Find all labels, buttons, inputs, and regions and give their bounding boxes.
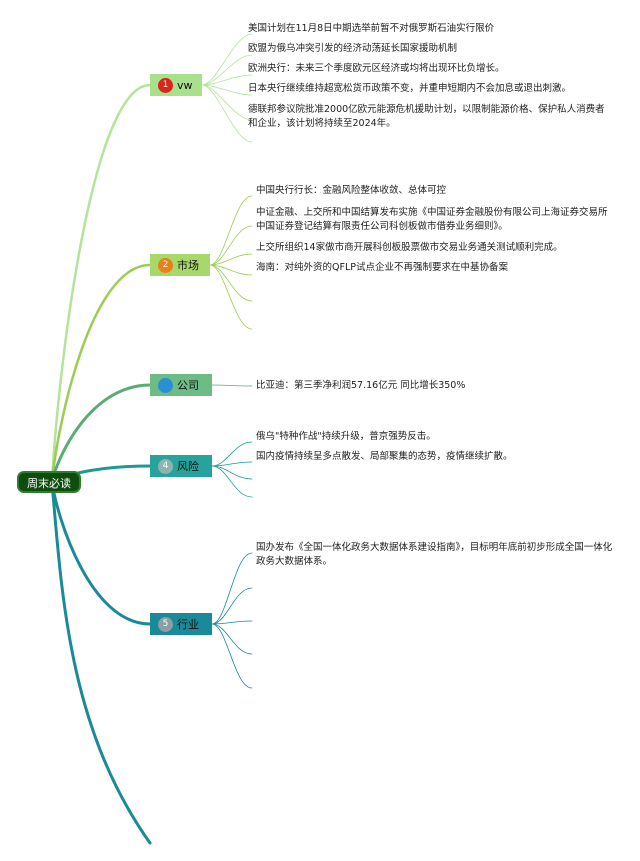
leaf-connector-line [201, 33, 253, 86]
leaf-connector-line [201, 84, 253, 143]
leaf-item[interactable]: 国内疫情持续呈多点散发、局部聚集的态势，疫情继续扩散。 [256, 451, 513, 462]
leaf-item[interactable]: 俄乌"特种作战"持续升级，普京强势反击。 [256, 431, 436, 442]
leaf-connector-line [211, 587, 253, 625]
leaf-connector-line [209, 264, 253, 330]
leaf-connector-line [211, 441, 253, 467]
leaf-item[interactable]: 国办发布《全国一体化政务大数据体系建设指南》，目标明年底前初步形成全国一体化政务… [256, 542, 613, 567]
branch-node-vw[interactable]: 1 vw [150, 74, 202, 96]
leaf-connector-line [209, 264, 253, 302]
leaf-item[interactable]: 中证金融、上交所和中国结算发布实施《中国证券金融股份有限公司上海证券交易所中国证… [256, 207, 608, 232]
leaf-item[interactable]: 中国央行行长：金融风险整体收敛、总体可控 [256, 185, 447, 196]
tail-connector-line [50, 480, 152, 845]
branch-connector-line [50, 263, 152, 484]
leaf-item[interactable]: 海南：对纯外资的QFLP试点企业不再强制要求在中基协备案 [256, 262, 508, 273]
leaf-connector-line [209, 225, 253, 266]
number-badge-icon: 1 [158, 77, 173, 93]
leaf-connector-line [209, 253, 253, 266]
number-badge-icon: 5 [158, 616, 173, 632]
branch-label: 市场 [177, 259, 199, 272]
leaf-connector-line [201, 84, 253, 96]
branch-label: 公司 [177, 379, 199, 392]
leaf-item[interactable]: 欧盟为俄乌冲突引发的经济动荡延长国家援助机制 [248, 43, 458, 54]
leaf-connector-line [211, 384, 253, 387]
leaf-connector-line [201, 54, 253, 86]
leaf-item[interactable]: 日本央行继续维持超宽松货币政策不变，并重申短期内不会加息或退出刺激。 [248, 83, 572, 94]
leaf-item[interactable]: 比亚迪：第三季净利润57.16亿元 同比增长350% [256, 380, 466, 391]
leaf-item[interactable]: 德联邦参议院批准2000亿欧元能源危机援助计划，以限制能源价格、保护私人消费者和… [248, 104, 605, 129]
root-node[interactable]: 周末必读 [17, 471, 81, 493]
branch-node-market[interactable]: 2 市场 [150, 254, 210, 276]
branch-node-risk[interactable]: 4 风险 [150, 455, 212, 477]
branch-connector-line [50, 83, 152, 484]
number-badge-icon: 2 [158, 257, 173, 273]
number-badge-icon [158, 377, 173, 393]
number-badge-icon: 4 [158, 458, 173, 474]
branch-node-industry[interactable]: 5 行业 [150, 613, 212, 635]
leaf-connector-line [209, 264, 253, 276]
leaf-item[interactable]: 欧洲央行：未来三个季度欧元区经济或均将出现环比负增长。 [248, 63, 505, 74]
branch-connector-line [50, 480, 152, 626]
leaf-connector-line [211, 552, 253, 625]
branch-node-company[interactable]: 公司 [150, 374, 212, 396]
branch-label: 风险 [177, 460, 199, 473]
branch-label: 行业 [177, 618, 199, 631]
leaf-connector-line [201, 74, 253, 86]
branch-label: vw [177, 78, 193, 92]
leaf-connector-line [211, 623, 253, 655]
leaf-connector-line [211, 465, 253, 498]
leaf-connector-line [211, 461, 253, 467]
leaf-connector-line [211, 620, 253, 625]
leaf-connector-line [211, 623, 253, 689]
leaf-item[interactable]: 上交所组织14家做市商开展科创板股票做市交易业务通关测试顺利完成。 [256, 242, 563, 253]
leaf-connector-line [209, 195, 253, 266]
leaf-item[interactable]: 美国计划在11月8日中期选举前暂不对俄罗斯石油实行限价 [248, 23, 495, 34]
